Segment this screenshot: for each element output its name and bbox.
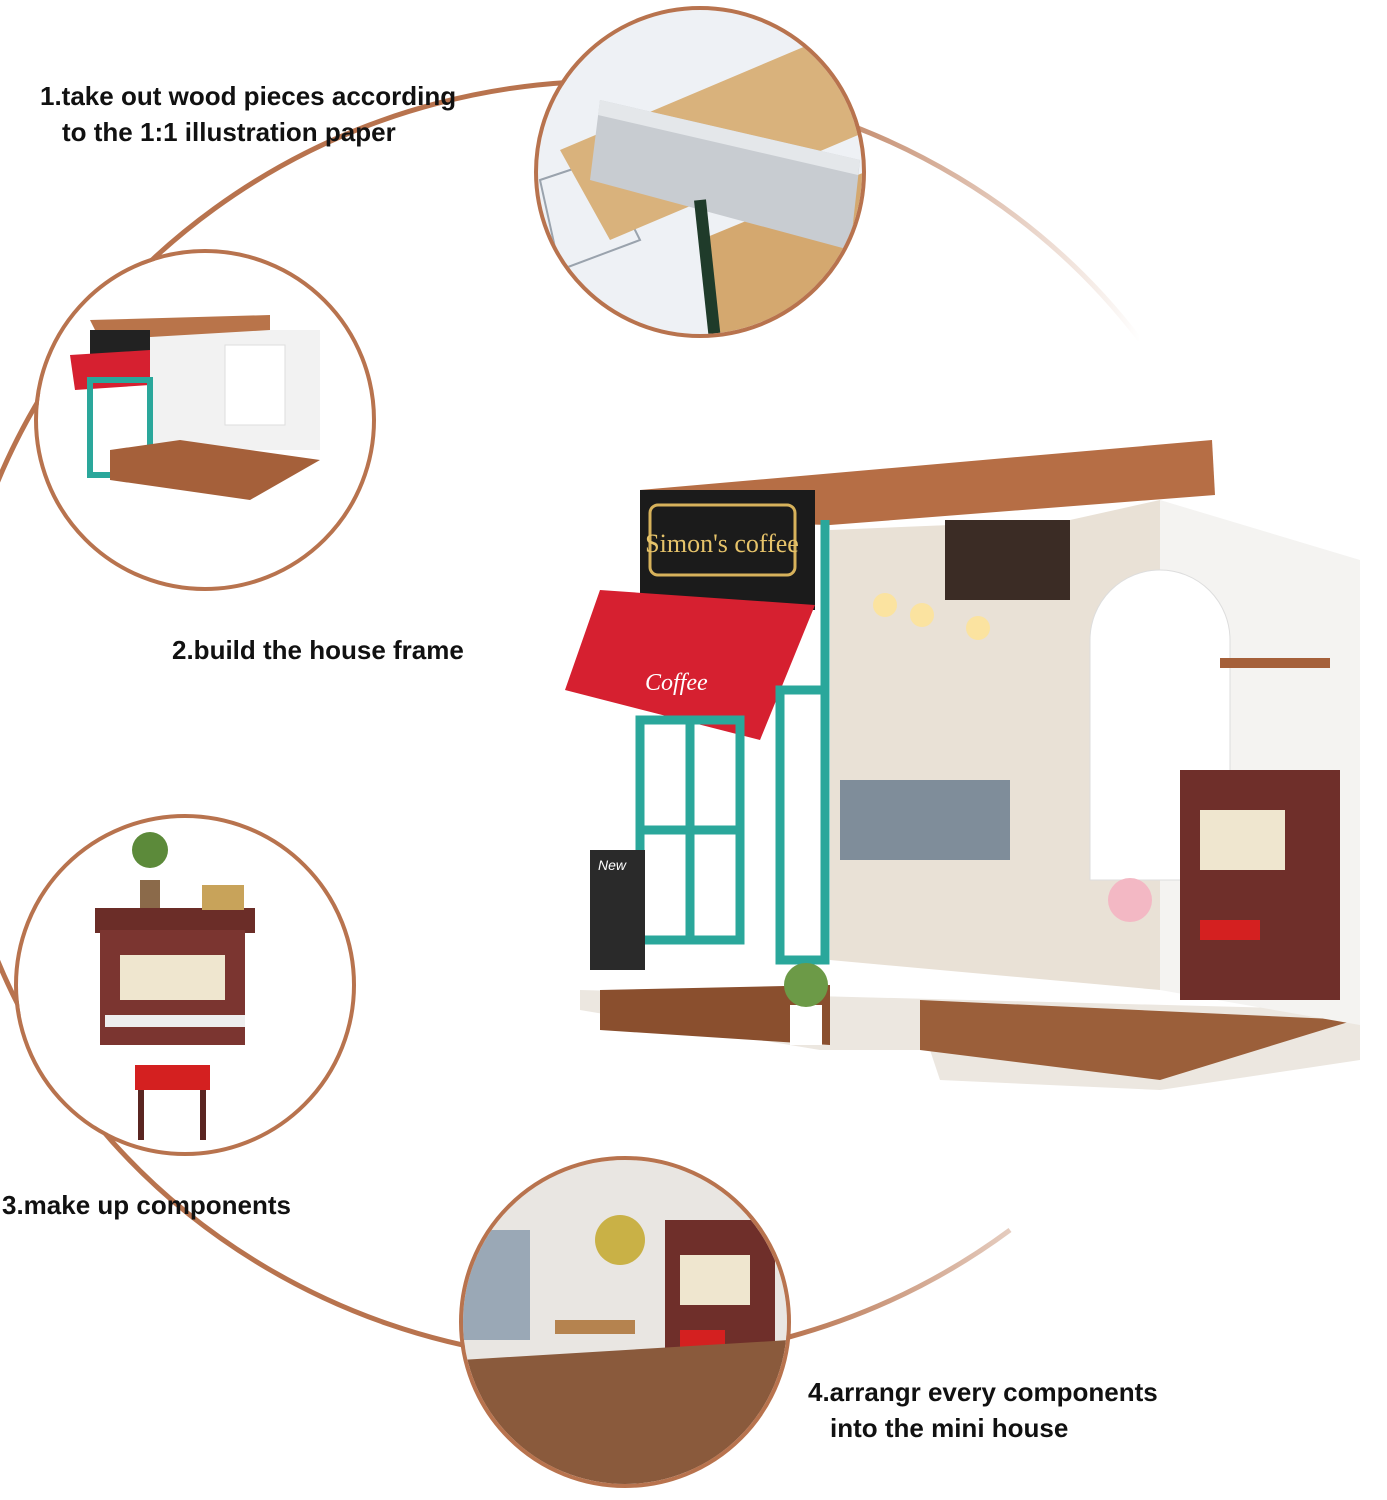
- step1-caption: 1.take out wood pieces according to the …: [40, 78, 456, 150]
- step4-line2: into the mini house: [830, 1413, 1069, 1443]
- step2-line1: 2.build the house frame: [172, 635, 464, 665]
- step1-circle-border: [534, 6, 866, 338]
- dollhouse-photo: Simon's coffee Coffee New: [565, 440, 1360, 1090]
- step3-photo: [18, 818, 352, 1152]
- step4-line1: 4.arrangr every components: [808, 1377, 1158, 1407]
- step2-photo: [38, 253, 372, 587]
- step1-line2: to the 1:1 illustration paper: [62, 117, 396, 147]
- step3-circle-border: [14, 814, 356, 1156]
- step1-line1: 1.take out wood pieces according: [40, 81, 457, 111]
- step4-circle-border: [459, 1156, 791, 1488]
- step4-caption: 4.arrangr every components into the mini…: [808, 1374, 1158, 1446]
- step1-photo: [538, 10, 862, 334]
- chalkboard-lettering: New: [598, 857, 627, 873]
- step2-caption: 2.build the house frame: [172, 632, 464, 668]
- step4-photo: [463, 1160, 787, 1484]
- step2-circle-border: [34, 249, 376, 591]
- step3-line1: 3.make up components: [2, 1190, 291, 1220]
- step3-caption: 3.make up components: [2, 1187, 291, 1223]
- shop-sign-lettering: Simon's coffee: [645, 529, 799, 558]
- awning-lettering: Coffee: [645, 670, 708, 696]
